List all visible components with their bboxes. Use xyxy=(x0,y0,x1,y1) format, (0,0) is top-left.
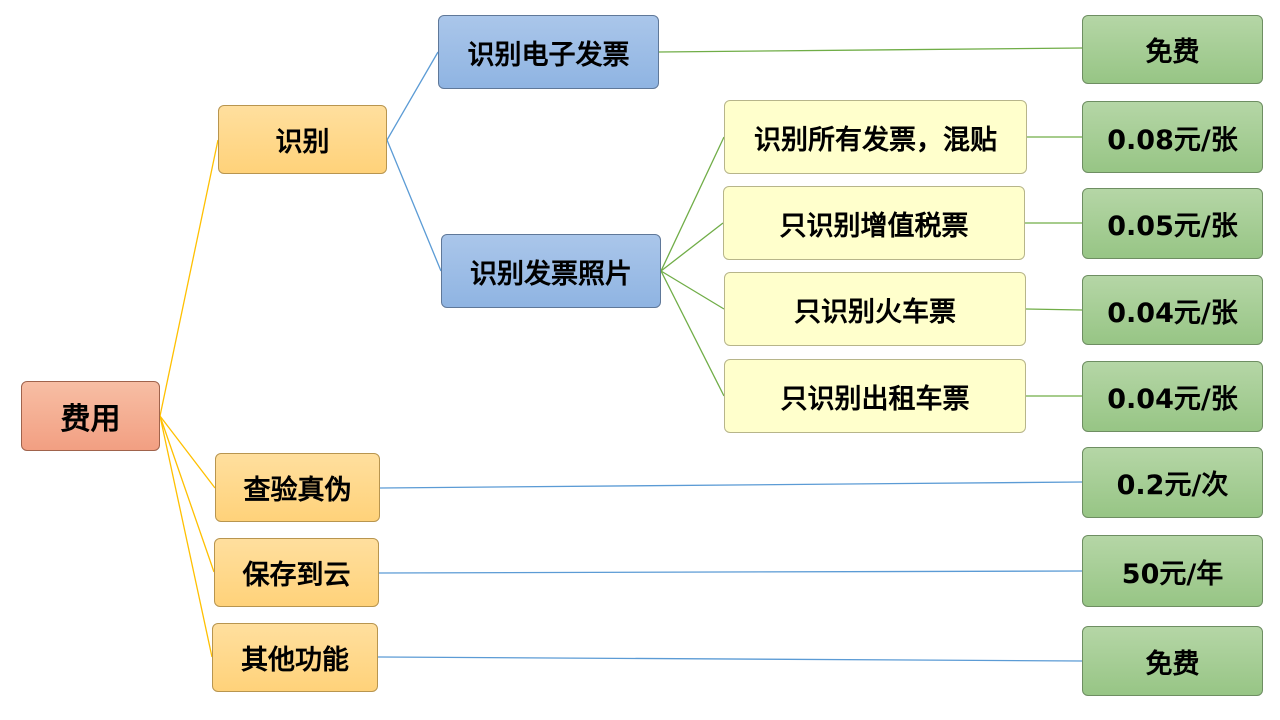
price-all-invoices: 0.08元/张 xyxy=(1082,101,1263,173)
link-root-other xyxy=(159,415,213,658)
link-photo-vat xyxy=(660,222,724,272)
link-verify-price xyxy=(379,481,1083,489)
node-e-invoice: 识别电子发票 xyxy=(438,15,659,89)
node-invoice-photo: 识别发票照片 xyxy=(441,234,661,308)
link-photo-train xyxy=(660,270,725,310)
node-vat-only: 只识别增值税票 xyxy=(723,186,1025,260)
link-other-price xyxy=(377,656,1083,662)
link-photo-taxi xyxy=(660,270,725,397)
price-taxi: 0.04元/张 xyxy=(1082,361,1263,432)
link-recognize-photo xyxy=(386,139,442,272)
node-recognize: 识别 xyxy=(218,105,387,174)
link-root-recognize xyxy=(159,139,219,417)
node-save-cloud: 保存到云 xyxy=(214,538,379,607)
price-verify: 0.2元/次 xyxy=(1082,447,1263,518)
price-vat: 0.05元/张 xyxy=(1082,188,1263,259)
link-photo-all xyxy=(660,136,725,272)
link-save-price xyxy=(378,570,1083,574)
node-other-features: 其他功能 xyxy=(212,623,378,692)
node-verify: 查验真伪 xyxy=(215,453,380,522)
price-e-invoice: 免费 xyxy=(1082,15,1263,84)
node-train-only: 只识别火车票 xyxy=(724,272,1026,346)
price-other: 免费 xyxy=(1082,626,1263,696)
link-recognize-einvoice xyxy=(386,51,439,141)
link-root-save xyxy=(159,415,215,573)
link-root-verify xyxy=(159,415,216,489)
price-save-cloud: 50元/年 xyxy=(1082,535,1263,607)
link-train-price xyxy=(1025,308,1083,311)
node-taxi-only: 只识别出租车票 xyxy=(724,359,1026,433)
link-einvoice-price xyxy=(658,47,1083,53)
node-all-invoices: 识别所有发票，混贴 xyxy=(724,100,1027,174)
root-node-fees: 费用 xyxy=(21,381,160,451)
price-train: 0.04元/张 xyxy=(1082,275,1263,345)
